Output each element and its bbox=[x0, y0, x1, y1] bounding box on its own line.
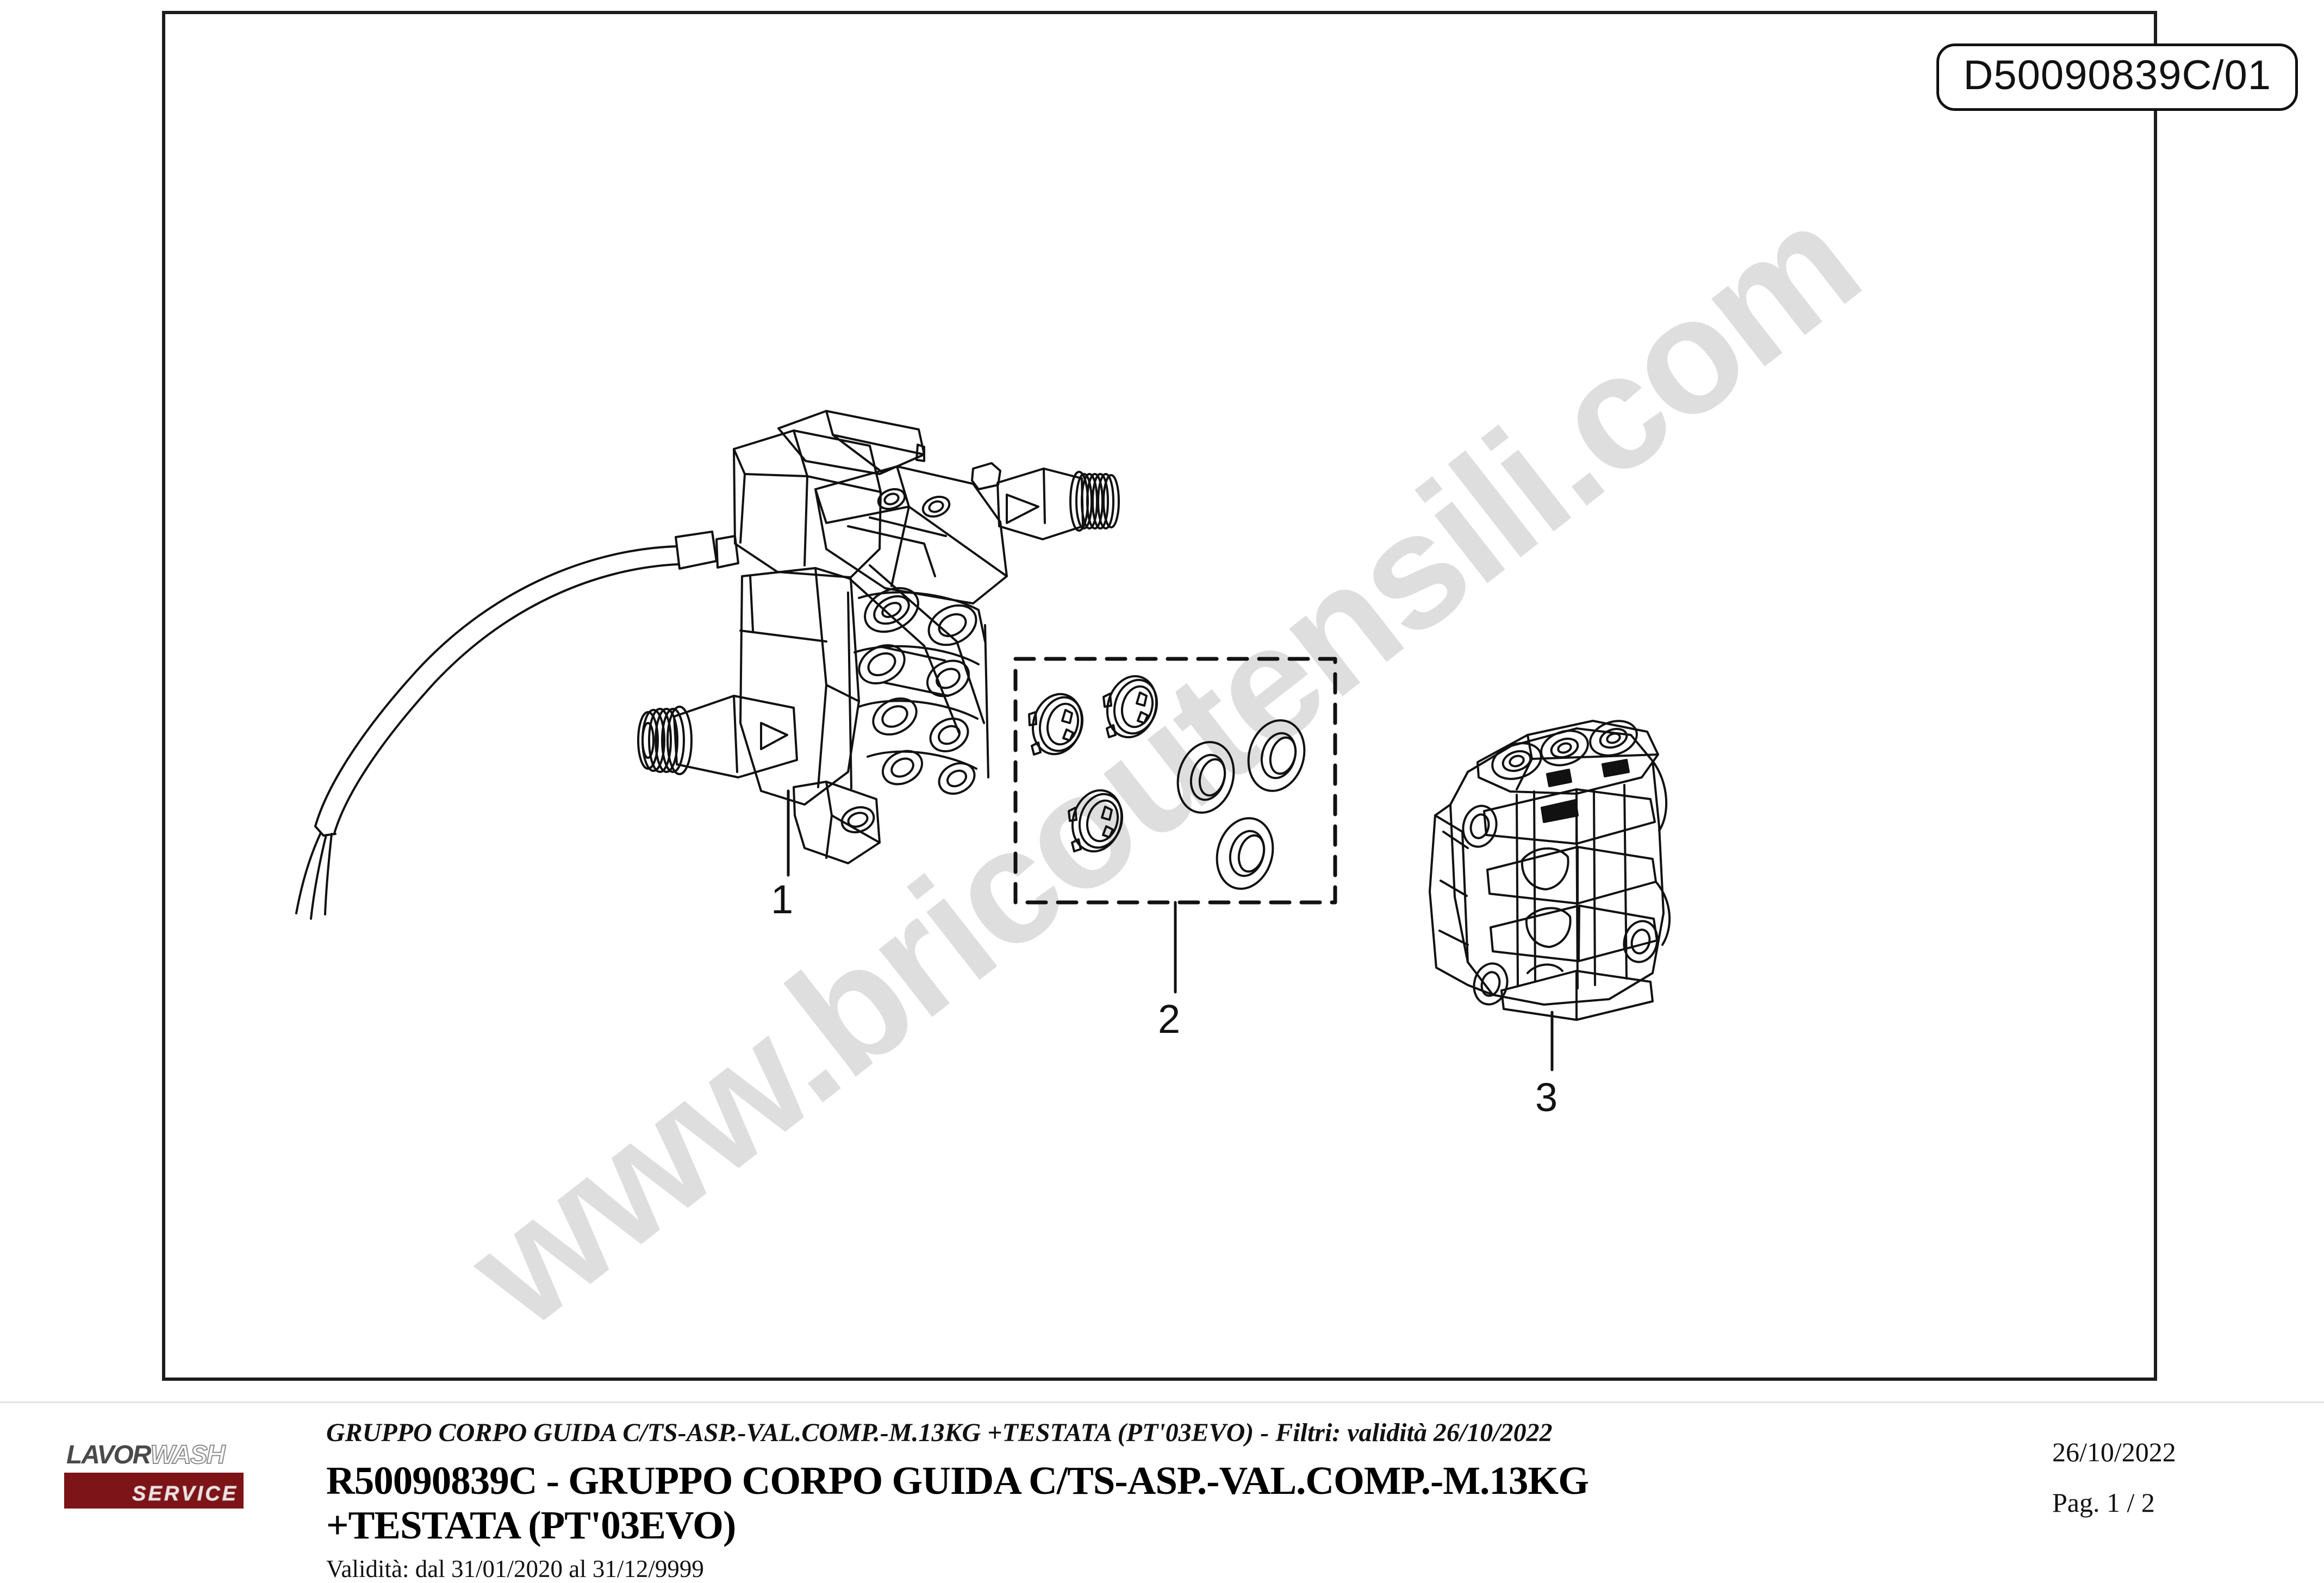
callout-number-1: 1 bbox=[771, 877, 794, 922]
footer-validity: Validità: dal 31/01/2020 al 31/12/9999 bbox=[326, 1555, 704, 1582]
part-3-cylinder-head bbox=[1429, 720, 1671, 1071]
outlet-threaded-port bbox=[996, 468, 1120, 540]
drawing-code-badge: D50090839C/01 bbox=[1936, 43, 2298, 111]
seal-washer-2 bbox=[1247, 719, 1306, 792]
callout-number-2: 2 bbox=[1158, 996, 1181, 1042]
footer-meta-block: 26/10/2022 Pag. 1 / 2 bbox=[2052, 1432, 2232, 1523]
electrical-cable bbox=[295, 545, 680, 920]
logo-brand-primary: LAVOR bbox=[66, 1441, 151, 1469]
seal-washer-3 bbox=[1216, 817, 1274, 890]
filter-ring-3 bbox=[1068, 789, 1124, 853]
footer-date: 26/10/2022 bbox=[2052, 1437, 2176, 1467]
cable-gland bbox=[675, 531, 739, 570]
footer-divider bbox=[0, 1401, 2324, 1403]
logo-band: SERVICE bbox=[64, 1473, 244, 1509]
seal-washer-1 bbox=[1176, 741, 1235, 814]
kit-dashed-boundary bbox=[1013, 657, 1337, 905]
callout-number-3: 3 bbox=[1535, 1075, 1558, 1120]
drawing-code-text: D50090839C/01 bbox=[1963, 52, 2271, 98]
filter-ring-1 bbox=[1028, 693, 1084, 756]
valve-head-plate bbox=[814, 465, 1008, 604]
logo-tagline: SERVICE bbox=[132, 1482, 238, 1506]
valve-cylinder-bank bbox=[847, 587, 989, 795]
logo-brand-secondary: WASH bbox=[149, 1440, 226, 1470]
connector-nub bbox=[971, 462, 1001, 490]
part-2-filter-seal-kit bbox=[1013, 657, 1337, 994]
filter-ring-2 bbox=[1102, 675, 1158, 739]
parts-drawing bbox=[295, 410, 1671, 1071]
footer-subtitle: GRUPPO CORPO GUIDA C/TS-ASP.-VAL.COMP.-M… bbox=[326, 1418, 1553, 1447]
drawing-frame bbox=[162, 11, 2157, 1381]
pressure-switch-box bbox=[733, 410, 925, 578]
valve-cover-plate bbox=[1476, 720, 1659, 795]
footer-page-number: Pag. 1 / 2 bbox=[2052, 1487, 2155, 1518]
part-1-pump-head-assembly bbox=[295, 410, 1120, 920]
pump-manifold-body bbox=[739, 567, 881, 864]
inlet-threaded-port bbox=[637, 695, 798, 778]
